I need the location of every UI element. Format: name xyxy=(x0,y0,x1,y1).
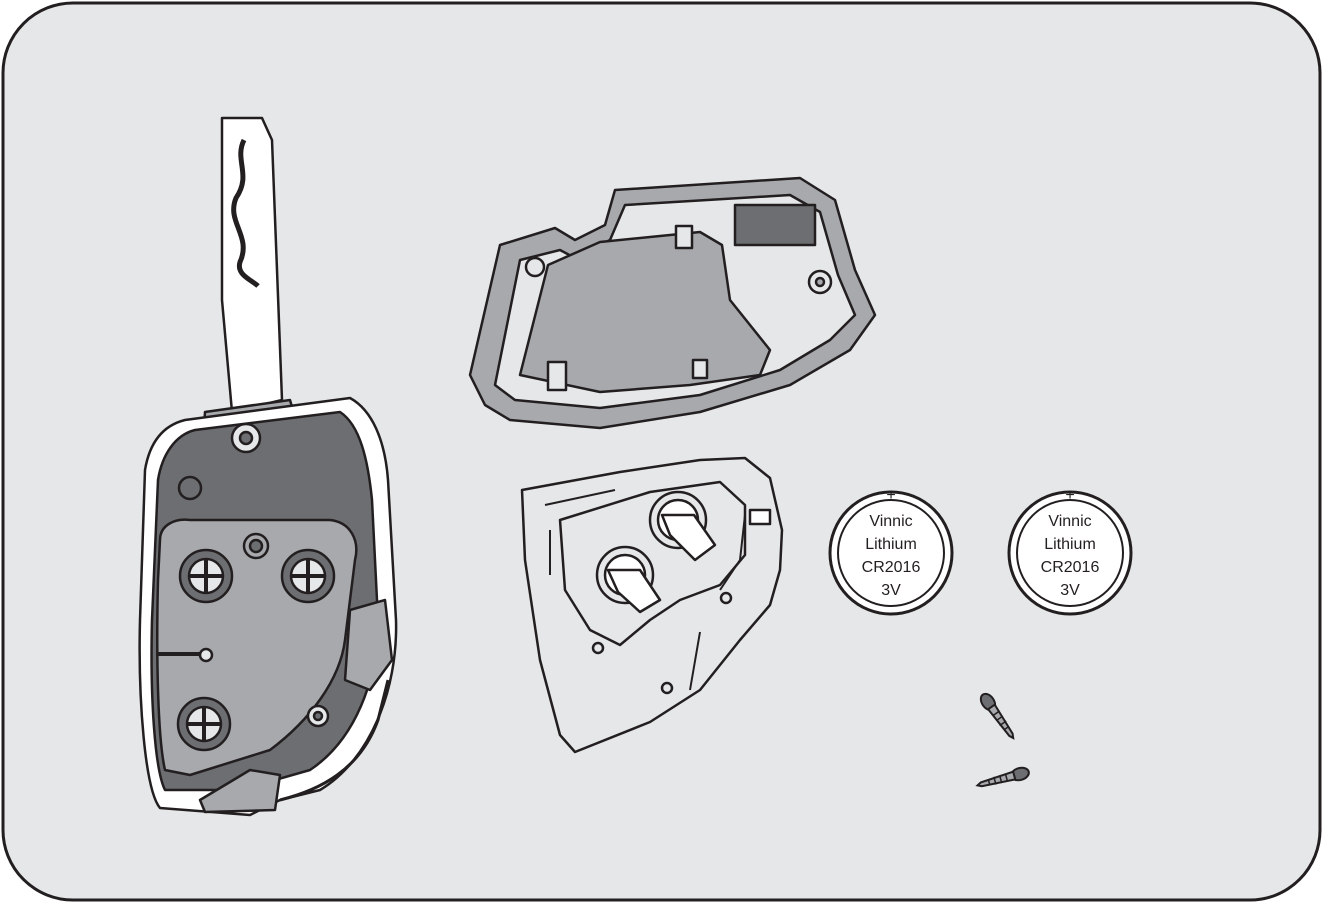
battery-holder-1 xyxy=(595,545,662,614)
key-blade-groove xyxy=(231,138,260,288)
battery-1-voltage: 3V xyxy=(881,582,901,599)
battery-2-polarity: + xyxy=(1065,487,1074,504)
battery-1: + Vinnic Lithium CR2016 3V xyxy=(828,487,954,616)
screw-2 xyxy=(975,766,1030,788)
battery-1-brand: Vinnic xyxy=(869,513,912,530)
top-cover-icon xyxy=(468,176,877,430)
key-fob-icon xyxy=(138,116,398,817)
top-cover-floor xyxy=(518,230,772,394)
circuit-board-icon xyxy=(520,456,784,754)
key-blade xyxy=(220,116,284,414)
battery-2-brand: Vinnic xyxy=(1048,513,1091,530)
battery-2: + Vinnic Lithium CR2016 3V xyxy=(1007,487,1133,616)
battery-holder-2 xyxy=(648,490,717,562)
battery-1-model: CR2016 xyxy=(862,559,921,576)
screw-1 xyxy=(979,692,1015,740)
fob-button-3 xyxy=(176,696,232,752)
battery-1-type: Lithium xyxy=(865,536,917,553)
fob-button-1 xyxy=(178,548,234,604)
fob-button-2 xyxy=(280,548,336,604)
battery-2-model: CR2016 xyxy=(1041,559,1100,576)
battery-2-voltage: 3V xyxy=(1060,582,1080,599)
screw-icon xyxy=(975,692,1030,788)
battery-1-polarity: + xyxy=(886,487,895,504)
battery-2-type: Lithium xyxy=(1044,536,1096,553)
